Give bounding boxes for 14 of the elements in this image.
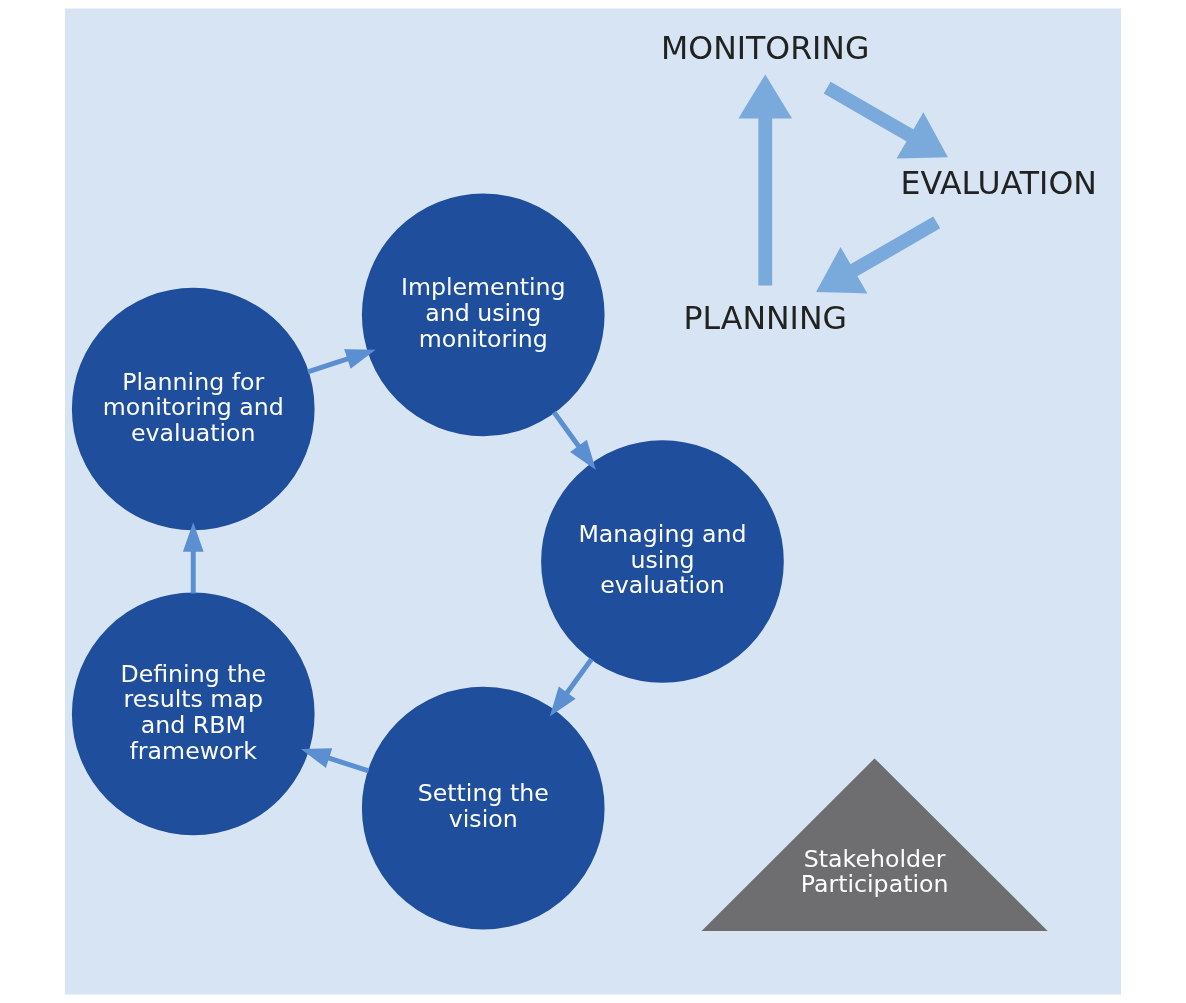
node-text: MONITORING <box>661 30 870 67</box>
arrow <box>307 349 376 375</box>
arrow <box>182 522 204 594</box>
node-circle: Planning for monitoring and evaluation <box>71 287 315 531</box>
arrow <box>552 410 596 470</box>
node-text: EVALUATION <box>900 165 1097 202</box>
arrow <box>300 748 370 774</box>
arrow <box>549 657 594 717</box>
arrow <box>816 216 941 294</box>
node-circle: Defining the results map and RBM framework <box>71 592 315 836</box>
arrow <box>823 81 948 159</box>
node-text: PLANNING <box>683 299 847 336</box>
arrow <box>738 74 793 286</box>
node-circle: Implementing and using monitoring <box>361 193 605 437</box>
